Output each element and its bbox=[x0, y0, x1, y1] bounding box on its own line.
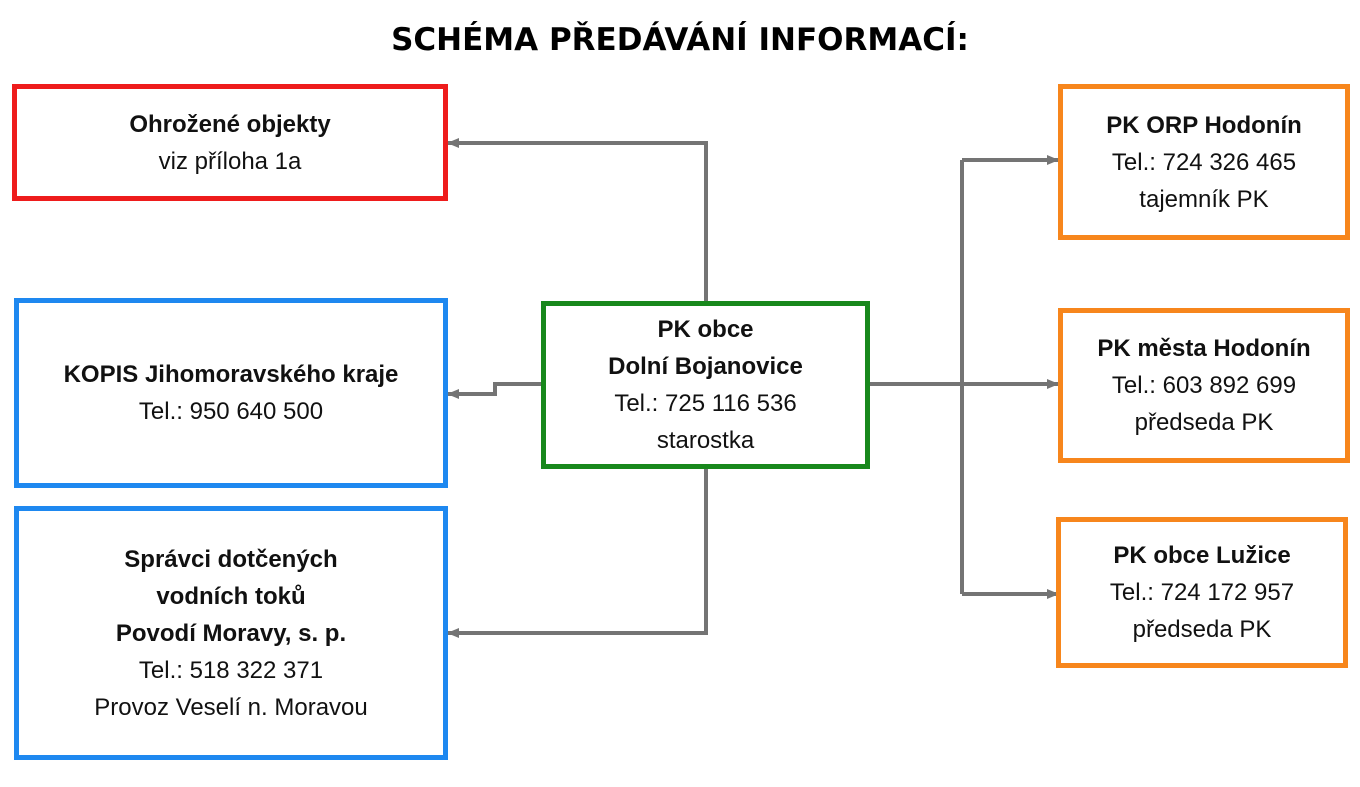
box-spravci-line-1: Správci dotčených bbox=[124, 545, 338, 573]
box-orp-role: tajemník PK bbox=[1139, 185, 1269, 213]
box-spravci-toku: Správci dotčených vodních toků Povodí Mo… bbox=[14, 506, 448, 760]
box-luzice-title: PK obce Lužice bbox=[1113, 542, 1291, 569]
box-luzice-role: předseda PK bbox=[1132, 616, 1272, 643]
box-pk-mesta-hodonin: PK města Hodonín Tel.: 603 892 699 předs… bbox=[1058, 308, 1350, 463]
box-center-line-1: PK obce bbox=[657, 316, 754, 343]
box-spravci-provoz: Provoz Veselí n. Moravou bbox=[94, 693, 368, 721]
box-pk-obce-luzice: PK obce Lužice Tel.: 724 172 957 předsed… bbox=[1056, 517, 1348, 668]
box-pk-orp-hodonin: PK ORP Hodonín Tel.: 724 326 465 tajemní… bbox=[1058, 84, 1350, 240]
diagram-title: SCHÉMA PŘEDÁVÁNÍ INFORMACÍ: bbox=[391, 22, 969, 58]
box-center-line-2: Dolní Bojanovice bbox=[608, 353, 803, 380]
box-spravci-line-3: Povodí Moravy, s. p. bbox=[115, 619, 347, 647]
box-pk-obce-center: PK obce Dolní Bojanovice Tel.: 725 116 5… bbox=[541, 301, 870, 469]
box-spravci-phone: Tel.: 518 322 371 bbox=[138, 656, 324, 684]
box-kopis-title: KOPIS Jihomoravského kraje bbox=[63, 361, 399, 388]
arrow-to-kopis bbox=[447, 382, 542, 399]
box-center-phone: Tel.: 725 116 536 bbox=[614, 390, 797, 417]
arrow-to-ohrozene bbox=[447, 138, 708, 301]
box-kopis-phone: Tel.: 950 640 500 bbox=[138, 398, 324, 425]
box-ohrozene-objekty: Ohrožené objekty viz příloha 1a bbox=[12, 84, 448, 201]
box-ohrozene-note: viz příloha 1a bbox=[158, 147, 302, 175]
box-luzice-phone: Tel.: 724 172 957 bbox=[1109, 579, 1295, 606]
box-mesta-title: PK města Hodonín bbox=[1097, 335, 1311, 362]
box-mesta-phone: Tel.: 603 892 699 bbox=[1111, 372, 1297, 399]
arrow-to-spravci bbox=[447, 469, 708, 638]
box-mesta-role: předseda PK bbox=[1134, 409, 1274, 436]
box-kopis: KOPIS Jihomoravského kraje Tel.: 950 640… bbox=[14, 298, 448, 488]
box-orp-title: PK ORP Hodonín bbox=[1106, 111, 1302, 139]
box-orp-phone: Tel.: 724 326 465 bbox=[1111, 148, 1297, 176]
box-center-role: starostka bbox=[656, 427, 755, 454]
box-spravci-line-2: vodních toků bbox=[156, 582, 306, 610]
box-ohrozene-title: Ohrožené objekty bbox=[129, 110, 331, 138]
